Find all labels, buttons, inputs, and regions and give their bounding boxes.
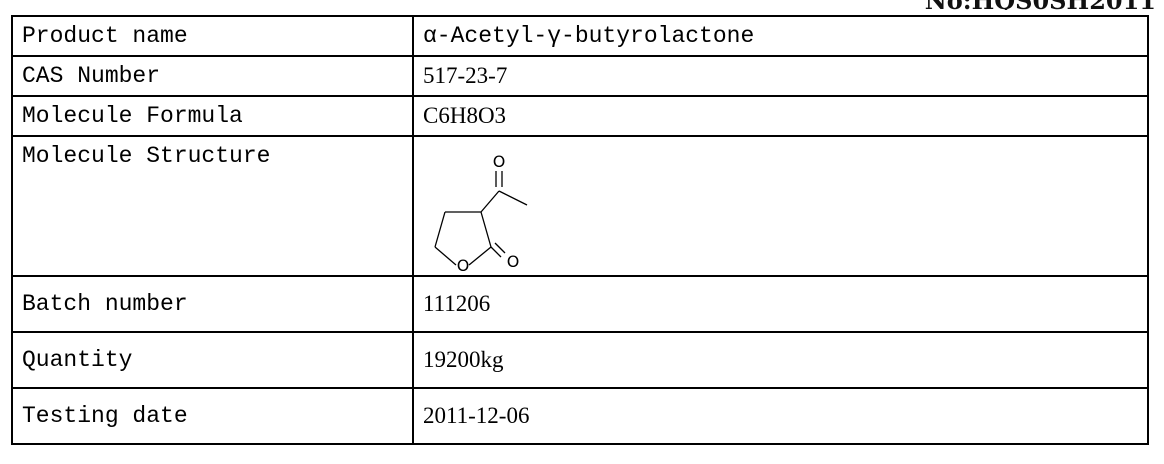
acetyl-bond [480,190,500,213]
testing-date-label: Testing date [11,387,414,445]
table-row-batch-number: Batch number 111206 [11,275,1149,333]
acetyl-oxygen-atom: O [493,152,506,171]
quantity-value: 19200kg [412,331,1149,389]
product-name-label: Product name [11,15,414,57]
table-row-molecule-formula: Molecule Formula C6H8O3 [11,95,1149,137]
table-row-quantity: Quantity 19200kg [11,331,1149,389]
ring-oxygen-atom: O [457,256,470,273]
table-row-product-name: Product name α-Acetyl-γ-butyrolactone [11,15,1149,57]
table-row-molecule-structure: Molecule Structure [11,135,1149,277]
table-row-testing-date: Testing date 2011-12-06 [11,387,1149,445]
quantity-label: Quantity [11,331,414,389]
product-spec-table: Product name α-Acetyl-γ-butyrolactone CA… [11,15,1149,445]
molecule-formula-value: C6H8O3 [412,95,1149,137]
batch-number-label: Batch number [11,275,414,333]
ring-bond [468,246,492,266]
molecule-structure-label: Molecule Structure [11,135,414,277]
batch-number-value: 111206 [412,275,1149,333]
cas-number-value: 517-23-7 [412,55,1149,97]
molecule-formula-label: Molecule Formula [11,95,414,137]
carbonyl-bond [494,242,506,254]
product-name-value: α-Acetyl-γ-butyrolactone [412,15,1149,57]
carbonyl-oxygen-atom: O [507,252,520,271]
methyl-bond [498,190,528,206]
molecule-structure-cell: O O O [412,135,1149,277]
cas-number-label: CAS Number [11,55,414,97]
carbonyl-bond [490,246,502,258]
molecule-structure-diagram: O O O [434,152,528,273]
ring-bond [480,211,492,248]
table-row-cas-number: CAS Number 517-23-7 [11,55,1149,97]
document-number: No:HQS0SH2011 [925,0,1156,10]
ring-bond [434,246,457,266]
ring-bond [434,211,446,248]
testing-date-value: 2011-12-06 [412,387,1149,445]
